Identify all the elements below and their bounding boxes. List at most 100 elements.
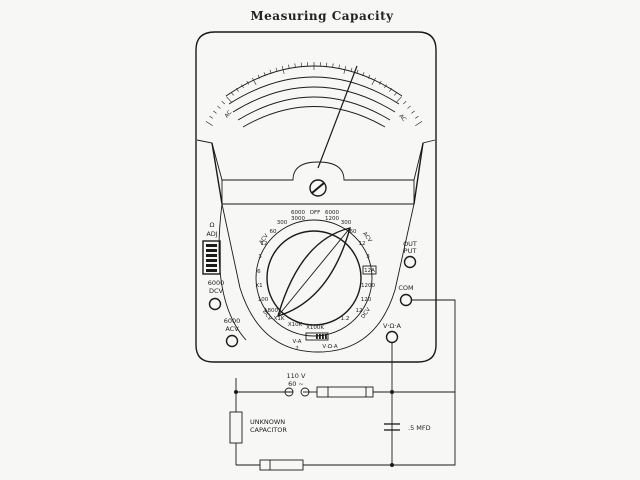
range-selector-dial[interactable] [255, 219, 373, 337]
svg-text:.6: .6 [255, 269, 261, 275]
scale-tick [281, 65, 285, 74]
svg-text:6000: 6000 [325, 210, 339, 216]
svg-text:X10K: X10K [288, 322, 303, 328]
switch-rib [316, 334, 318, 339]
svg-text:300: 300 [341, 220, 352, 226]
svg-text:1800: 1800 [264, 308, 278, 314]
scale-tick [338, 64, 340, 69]
scale-tick [394, 92, 398, 96]
switch-rib [319, 334, 321, 339]
label-line: 60 ~ [288, 380, 304, 388]
svg-text:DCV: DCV [261, 309, 273, 322]
dial-off: OFF [310, 210, 321, 216]
scale-tick [205, 121, 213, 126]
meter-scale: AC AC [205, 62, 423, 128]
ohm-adjust-knob[interactable]: Ω ADJ [202, 221, 221, 275]
zero-adjust-screw[interactable] [309, 179, 327, 197]
jack-6000acv[interactable]: 6000 ACV [224, 317, 241, 348]
label-line: 6000 [208, 279, 225, 287]
svg-text:300: 300 [277, 220, 288, 226]
test-probe-lower [259, 459, 304, 471]
label-line: 110 V [287, 372, 306, 380]
svg-text:100: 100 [258, 297, 269, 303]
scale-tick [252, 77, 257, 85]
scale-tick [415, 115, 419, 119]
scale-tick [407, 105, 411, 109]
diagram-title: Measuring Capacity [250, 9, 394, 23]
scale-tick [226, 96, 233, 103]
dial-labels: OFF 6000 3000 6000 1200 300 60 12 3 .6 X… [255, 210, 377, 352]
svg-text:60: 60 [270, 229, 277, 235]
svg-text:1200: 1200 [361, 283, 375, 289]
adjust-rib [206, 259, 217, 262]
junction-dot [390, 390, 394, 394]
scale-tick [213, 110, 217, 114]
test-circuit [235, 299, 456, 466]
adjust-rib [206, 254, 217, 257]
label-line: V-A [292, 339, 301, 345]
scale-tick [235, 88, 239, 92]
label-line: ACV [225, 325, 239, 333]
adjust-rib [206, 264, 217, 267]
switch-rib [325, 334, 327, 339]
label-line: PUT [404, 247, 417, 255]
svg-text:3: 3 [258, 254, 262, 260]
scale-tick [411, 110, 415, 114]
scale-tick [275, 67, 278, 72]
svg-text:1200: 1200 [325, 216, 339, 222]
label-line: Ω [210, 221, 215, 229]
scale-tick [241, 84, 244, 89]
scale-tick [395, 96, 402, 103]
svg-text:X100K: X100K [306, 325, 324, 331]
scale-tick [343, 65, 347, 74]
adjust-rib [206, 244, 217, 247]
test-probe-upper [316, 386, 374, 398]
meter-needle [317, 65, 358, 169]
label-line: ADJ [206, 230, 217, 238]
ac-source-110v: 110 V 60 ~ [284, 372, 310, 397]
svg-text:60: 60 [350, 229, 357, 235]
svg-text:V·Ω·A: V·Ω·A [322, 344, 337, 350]
scale-tick [217, 105, 221, 109]
svg-text:COM: COM [398, 284, 413, 292]
label-line: OUT [403, 240, 417, 248]
scale-tick [246, 80, 250, 85]
label-line: 6000 [224, 317, 241, 325]
junction-dot [390, 463, 394, 467]
jack-vohma[interactable]: V·Ω·A [383, 322, 402, 344]
label-line: CAPACITOR [250, 426, 287, 434]
scale-tick [415, 121, 423, 126]
scale-tick [378, 80, 382, 85]
svg-text:V·Ω·A: V·Ω·A [383, 322, 402, 330]
scale-tick [288, 64, 290, 69]
scale-right-label: AC [397, 113, 407, 123]
jack-com[interactable]: COM [398, 284, 414, 307]
svg-text:1.2: 1.2 [341, 316, 350, 322]
jack-output[interactable]: OUT PUT [403, 240, 417, 269]
svg-text:3000: 3000 [291, 216, 305, 222]
reference-capacitor: .5 MFD [384, 423, 431, 432]
scale-tick [350, 67, 353, 72]
adjust-rib [206, 269, 217, 272]
scale-tick [209, 115, 213, 119]
meter-case [195, 31, 437, 363]
svg-text:120: 120 [361, 297, 372, 303]
scale-tick [362, 72, 365, 77]
function-switch[interactable] [305, 332, 329, 341]
svg-text:12A: 12A [364, 268, 375, 274]
label-line: 2 [295, 346, 299, 352]
svg-text:ACV: ACV [361, 231, 373, 244]
scale-tick [356, 69, 359, 74]
jack-6000dcv[interactable]: 6000 DCV [208, 279, 225, 311]
scale-tick [221, 100, 225, 105]
scale-tick [294, 63, 296, 68]
meter-panel-divider [196, 139, 436, 181]
svg-text:ACV: ACV [258, 233, 270, 246]
junction-dot [234, 390, 238, 394]
scale-tick [257, 74, 261, 79]
label-line: DCV [209, 287, 224, 295]
svg-text:X1K: X1K [274, 316, 285, 322]
scale-tick [269, 69, 272, 74]
scale-tick [389, 88, 393, 92]
